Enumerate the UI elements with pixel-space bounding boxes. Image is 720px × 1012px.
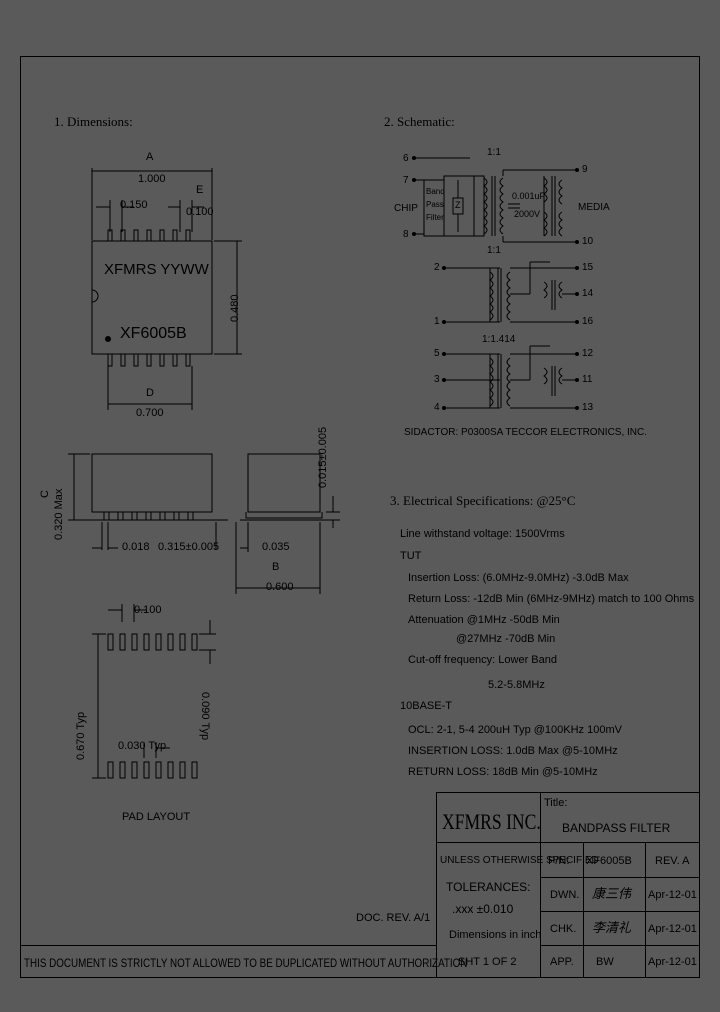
dwn-date: Apr-12-01 — [648, 889, 697, 901]
dim-pitch-value: 0.150 — [120, 199, 148, 211]
pin1-dot — [105, 336, 111, 342]
app-date: Apr-12-01 — [648, 956, 697, 968]
dim-a-letter: A — [146, 151, 154, 163]
pin-7: 7 — [403, 175, 409, 186]
pin-15: 15 — [582, 262, 594, 273]
pn-label: P/N: — [548, 855, 570, 867]
app-label: APP. — [550, 956, 574, 968]
pin-13: 13 — [582, 402, 594, 413]
spec-line: Line withstand voltage: 1500Vrms — [400, 528, 565, 540]
spec-line: 10BASE-T — [400, 700, 452, 712]
spec-line: OCL: 2-1, 5-4 200uH Typ @100KHz 100mV — [408, 724, 622, 736]
spec-line: Cut-off frequency: Lower Band — [408, 654, 557, 666]
pin-9: 9 — [582, 164, 588, 175]
dim-lead-thk: 0.018 — [122, 541, 150, 553]
dim-b-letter: B — [272, 561, 280, 573]
filter-label-3: Filter — [426, 213, 444, 222]
dwn-label: DWN. — [550, 889, 580, 901]
pin-1: 1 — [434, 316, 440, 327]
chk-label: CHK. — [550, 923, 577, 935]
chk-date: Apr-12-01 — [648, 923, 697, 935]
dim-d-value: 0.700 — [136, 407, 164, 419]
spec-line: @27MHz -70dB Min — [456, 633, 556, 645]
section-dimensions: 1. Dimensions: — [54, 114, 133, 129]
pin-2: 2 — [434, 262, 440, 273]
sidactor-note: SIDACTOR: P0300SA TECCOR ELECTRONICS, IN… — [404, 427, 648, 438]
tolerances-label: TOLERANCES: — [446, 880, 531, 894]
pin-6: 6 — [403, 153, 409, 164]
dim-e-letter: E — [196, 184, 204, 196]
chip-label: CHIP — [394, 203, 418, 214]
section-schematic: 2. Schematic: — [384, 114, 455, 129]
doc-rev: DOC. REV. A/1 — [356, 912, 431, 924]
spec-line: Insertion Loss: (6.0MHz-9.0MHz) -3.0dB M… — [408, 572, 629, 584]
sheet-number: SHT 1 OF 2 — [458, 956, 517, 968]
cap-value: 0.001uF — [512, 191, 546, 201]
pin-8: 8 — [403, 229, 409, 240]
pad-layout-caption: PAD LAYOUT — [122, 811, 191, 823]
drawing-frame — [20, 56, 700, 978]
ratio-top: 1:1 — [487, 147, 501, 158]
dim-foot: 0.035 — [262, 541, 290, 553]
pin-12: 12 — [582, 348, 594, 359]
chk-signature: 李清礼 — [592, 920, 632, 935]
filter-label-2: Pass — [426, 200, 444, 209]
unless-specified: UNLESS OTHERWISE SPECIFIED — [440, 855, 599, 866]
pad-width: 0.100 — [134, 604, 162, 616]
media-label: MEDIA — [578, 202, 610, 213]
spec-line: 5.2-5.8MHz — [488, 679, 545, 691]
spec-line: Attenuation @1MHz -50dB Min — [408, 614, 560, 626]
pin-16: 16 — [582, 316, 594, 327]
dimensions-unit: Dimensions in inch — [449, 929, 542, 941]
ratio-bottom: 1:1.414 — [482, 334, 516, 345]
drawing-title: BANDPASS FILTER — [562, 821, 671, 835]
revision: REV. A — [655, 855, 690, 867]
pin-10: 10 — [582, 236, 594, 247]
dwn-signature: 康三伟 — [592, 886, 632, 901]
pin-3: 3 — [434, 374, 440, 385]
ratio-mid: 1:1 — [487, 245, 501, 256]
footer-notice: THIS DOCUMENT IS STRICTLY NOT ALLOWED TO… — [24, 956, 468, 970]
part-number: XF6005B — [586, 855, 632, 867]
spec-line: INSERTION LOSS: 1.0dB Max @5-10MHz — [408, 745, 618, 757]
dim-a-value: 1.000 — [138, 173, 166, 185]
dim-b-value: 0.600 — [266, 581, 294, 593]
dim-lead-span: 0.315±0.005 — [158, 541, 220, 553]
cap-voltage: 2000V — [514, 209, 541, 219]
pad-pitch: 0.030 Typ — [118, 740, 167, 752]
z-label: Z — [455, 200, 461, 210]
dim-e-value: 0.100 — [186, 206, 214, 218]
spec-line: RETURN LOSS: 18dB Min @5-10MHz — [408, 766, 598, 778]
pin-11: 11 — [582, 374, 593, 385]
dim-d-letter: D — [146, 387, 154, 399]
marking-line1: XFMRS YYWW — [104, 261, 209, 278]
pin-14: 14 — [582, 288, 594, 299]
company-name: XFMRS INC. — [442, 809, 541, 834]
spec-line: TUT — [400, 550, 422, 562]
section-electrical: 3. Electrical Specifications: @25°C — [390, 493, 576, 508]
spec-line: Return Loss: -12dB Min (6MHz-9MHz) match… — [408, 593, 695, 605]
filter-label-1: Band — [426, 187, 445, 196]
tolerance-value: .xxx ±0.010 — [452, 902, 514, 916]
pin-4: 4 — [434, 402, 440, 413]
marking-line2: XF6005B — [120, 325, 187, 342]
app-name: BW — [596, 956, 614, 968]
title-label: Title: — [544, 797, 568, 809]
pin-5: 5 — [434, 348, 440, 359]
